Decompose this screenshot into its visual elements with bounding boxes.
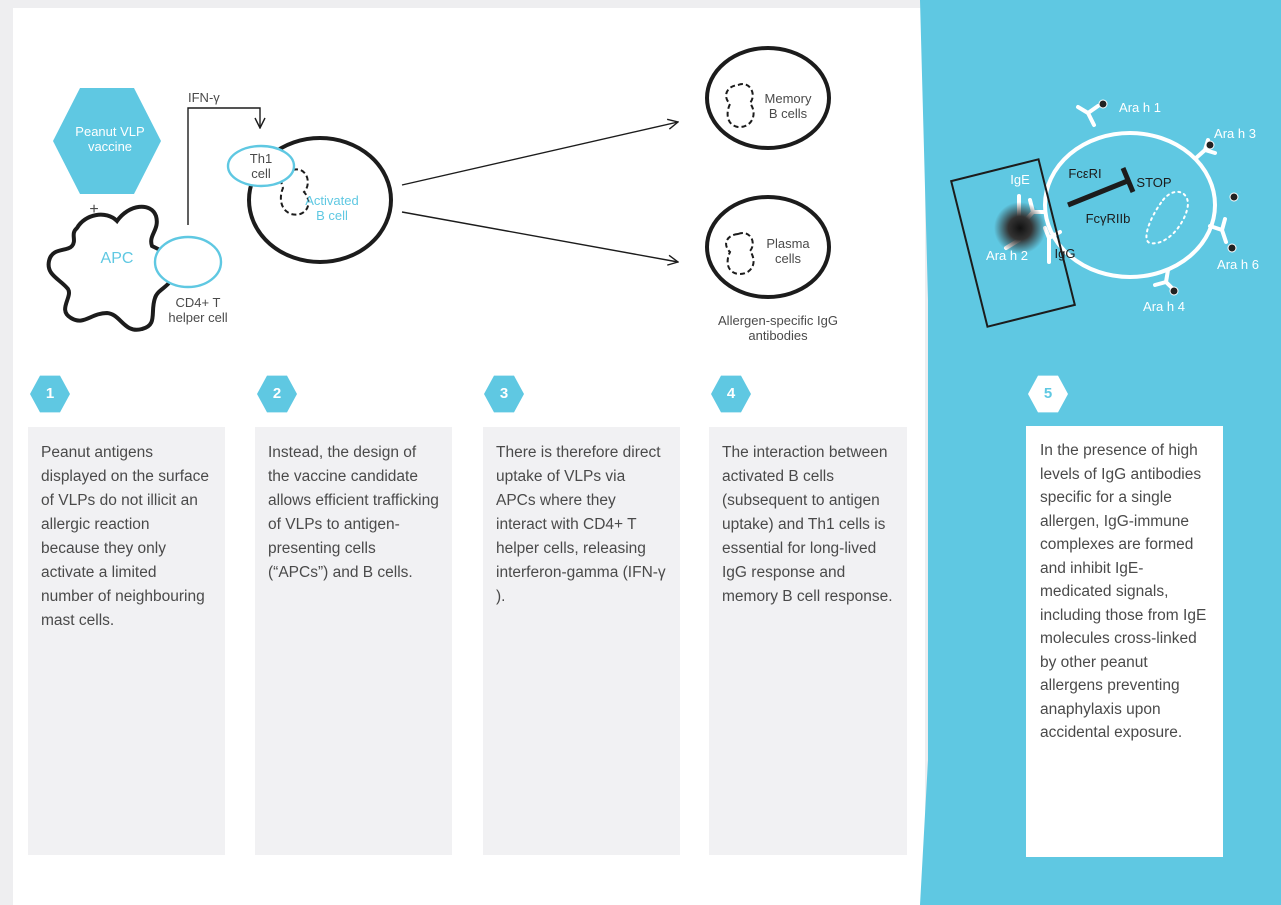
fcgriib-label: FcγRIIb: [1085, 211, 1131, 226]
cd4-cell: [153, 235, 223, 289]
vaccine-label: Peanut VLP vaccine: [75, 124, 145, 154]
step-3-card: There is therefore direct uptake of VLPs…: [483, 427, 680, 855]
ara-h3-label: Ara h 3: [1214, 126, 1256, 141]
step-3-text: There is therefore direct uptake of VLPs…: [496, 444, 666, 605]
apc-label: APC: [100, 250, 134, 267]
memory-b-label: Memory B cells: [764, 91, 812, 121]
cd4-label: CD4+ T helper cell: [168, 295, 228, 325]
th1-label: Th1 cell: [249, 151, 273, 181]
ige-label: IgE: [1010, 172, 1030, 187]
apc-cell: [46, 204, 177, 332]
th1-cell: [226, 144, 296, 188]
step-4-text: The interaction between activated B cell…: [722, 444, 893, 605]
vaccine-hexagon: [53, 88, 161, 194]
step-5-text: In the presence of high levels of IgG an…: [1040, 442, 1207, 741]
plasma-label: Plasma cells: [766, 236, 810, 266]
mast-cell-graphic: [1004, 104, 1228, 292]
ara-h6-label: Ara h 6: [1217, 257, 1259, 272]
step-1-text: Peanut antigens displayed on the surface…: [41, 444, 210, 629]
step-5-card: In the presence of high levels of IgG an…: [1026, 426, 1223, 857]
ara-h1-label: Ara h 1: [1119, 100, 1161, 115]
igg-label: IgG: [1054, 246, 1076, 261]
fceri-label: FcεRI: [1068, 166, 1102, 181]
step-4-card: The interaction between activated B cell…: [709, 427, 907, 855]
step-2-text: Instead, the design of the vaccine candi…: [268, 444, 439, 581]
plus-sign: +: [89, 201, 99, 218]
step-1-card: Peanut antigens displayed on the surface…: [28, 427, 225, 855]
plasma-cell: [705, 195, 831, 299]
memory-b-cell: [705, 46, 831, 150]
activated-b-label: Activated B cell: [305, 193, 359, 223]
ara-h4-label: Ara h 4: [1143, 299, 1185, 314]
step-1-number: 1: [30, 375, 70, 413]
step-4-number: 4: [711, 375, 751, 413]
ara-h2-label: Ara h 2: [986, 248, 1028, 263]
step-2-card: Instead, the design of the vaccine candi…: [255, 427, 452, 855]
stop-label: STOP: [1136, 175, 1172, 190]
ifn-gamma-label: IFN-γ: [188, 90, 220, 105]
allergen-igg-label: Allergen-specific IgG antibodies: [718, 313, 838, 343]
